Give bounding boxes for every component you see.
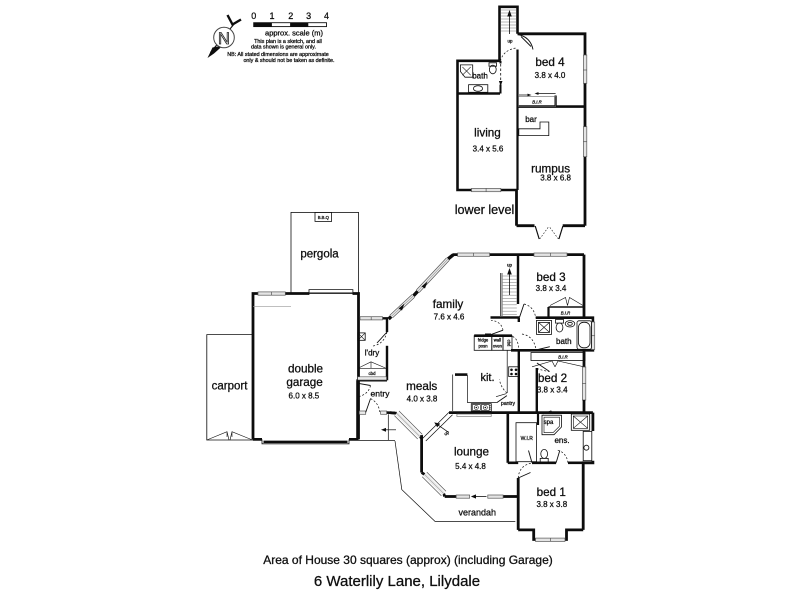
svg-text:carport: carport (212, 381, 249, 393)
svg-text:3.8 x 4.0: 3.8 x 4.0 (535, 71, 566, 80)
svg-text:B.I.R: B.I.R (532, 100, 542, 105)
svg-text:2: 2 (288, 11, 293, 21)
svg-text:lounge: lounge (454, 445, 489, 458)
svg-text:Area of House 30 squares (app: Area of House 30 squares (approx) (inclu… (263, 553, 553, 567)
svg-text:B.I.R: B.I.R (561, 311, 571, 316)
svg-text:bed 4: bed 4 (535, 56, 565, 69)
svg-text:up: up (507, 263, 513, 268)
svg-text:living: living (474, 127, 501, 140)
svg-text:3.8 x 3.8: 3.8 x 3.8 (536, 500, 567, 509)
svg-text:only & should not be taken as: only & should not be taken as definite. (243, 58, 334, 64)
svg-text:4: 4 (324, 11, 329, 21)
svg-text:7.6 x 4.6: 7.6 x 4.6 (434, 313, 465, 322)
svg-text:3: 3 (306, 11, 311, 21)
svg-text:garage: garage (286, 376, 322, 389)
svg-text:ens.: ens. (554, 436, 569, 445)
svg-text:5.4 x 4.8: 5.4 x 4.8 (455, 462, 486, 471)
svg-text:l'dry: l'dry (365, 349, 379, 358)
svg-text:N: N (218, 30, 230, 48)
svg-text:3.4 x 5.6: 3.4 x 5.6 (473, 145, 504, 154)
svg-text:pergola: pergola (300, 249, 339, 261)
svg-text:pantry: pantry (501, 401, 515, 407)
svg-text:data shown is general only.: data shown is general only. (251, 45, 316, 51)
svg-text:bath: bath (472, 71, 488, 80)
svg-text:up: up (507, 39, 513, 44)
svg-text:3.8 x 3.4: 3.8 x 3.4 (537, 386, 568, 395)
svg-text:W.I.R: W.I.R (521, 436, 534, 442)
svg-text:NB: All stated dimensions are: NB: All stated dimensions are approximat… (227, 52, 329, 58)
svg-text:6 Waterlily Lane, Lilydale: 6 Waterlily Lane, Lilydale (314, 573, 480, 590)
svg-text:double: double (288, 363, 323, 376)
svg-text:kit.: kit. (480, 372, 494, 384)
svg-text:lower level: lower level (455, 203, 515, 217)
svg-text:4.0 x 3.8: 4.0 x 3.8 (407, 395, 438, 404)
svg-text:1: 1 (269, 11, 274, 21)
svg-text:cbd: cbd (507, 340, 512, 347)
svg-text:bar: bar (525, 115, 537, 124)
svg-text:bed 2: bed 2 (538, 372, 567, 385)
svg-text:oven: oven (493, 344, 503, 349)
svg-text:B.I.R: B.I.R (558, 355, 568, 360)
svg-text:0: 0 (251, 11, 256, 21)
svg-text:bath: bath (556, 337, 572, 346)
svg-text:bed 1: bed 1 (537, 486, 566, 499)
svg-text:6.0 x 8.5: 6.0 x 8.5 (289, 392, 320, 401)
svg-text:This plan is a sketch, and all: This plan is a sketch, and all (254, 39, 322, 45)
svg-text:verandah: verandah (459, 508, 497, 518)
svg-text:bed 3: bed 3 (536, 271, 565, 284)
svg-text:spa: spa (544, 420, 554, 426)
svg-text:wall: wall (494, 338, 501, 343)
svg-text:fridge: fridge (478, 338, 489, 343)
svg-text:up: up (443, 429, 450, 436)
svg-text:meals: meals (406, 380, 437, 393)
svg-text:rumpus: rumpus (531, 163, 570, 176)
svg-text:3.8 x 3.4: 3.8 x 3.4 (536, 284, 567, 293)
svg-text:B.B.Q: B.B.Q (318, 215, 330, 220)
svg-text:entry: entry (371, 389, 391, 399)
svg-text:3.8 x 6.8: 3.8 x 6.8 (540, 174, 571, 183)
svg-text:cbd: cbd (369, 371, 377, 376)
svg-text:approx. scale (m): approx. scale (m) (265, 28, 323, 37)
svg-text:posn: posn (478, 344, 488, 349)
svg-text:family: family (433, 298, 464, 311)
